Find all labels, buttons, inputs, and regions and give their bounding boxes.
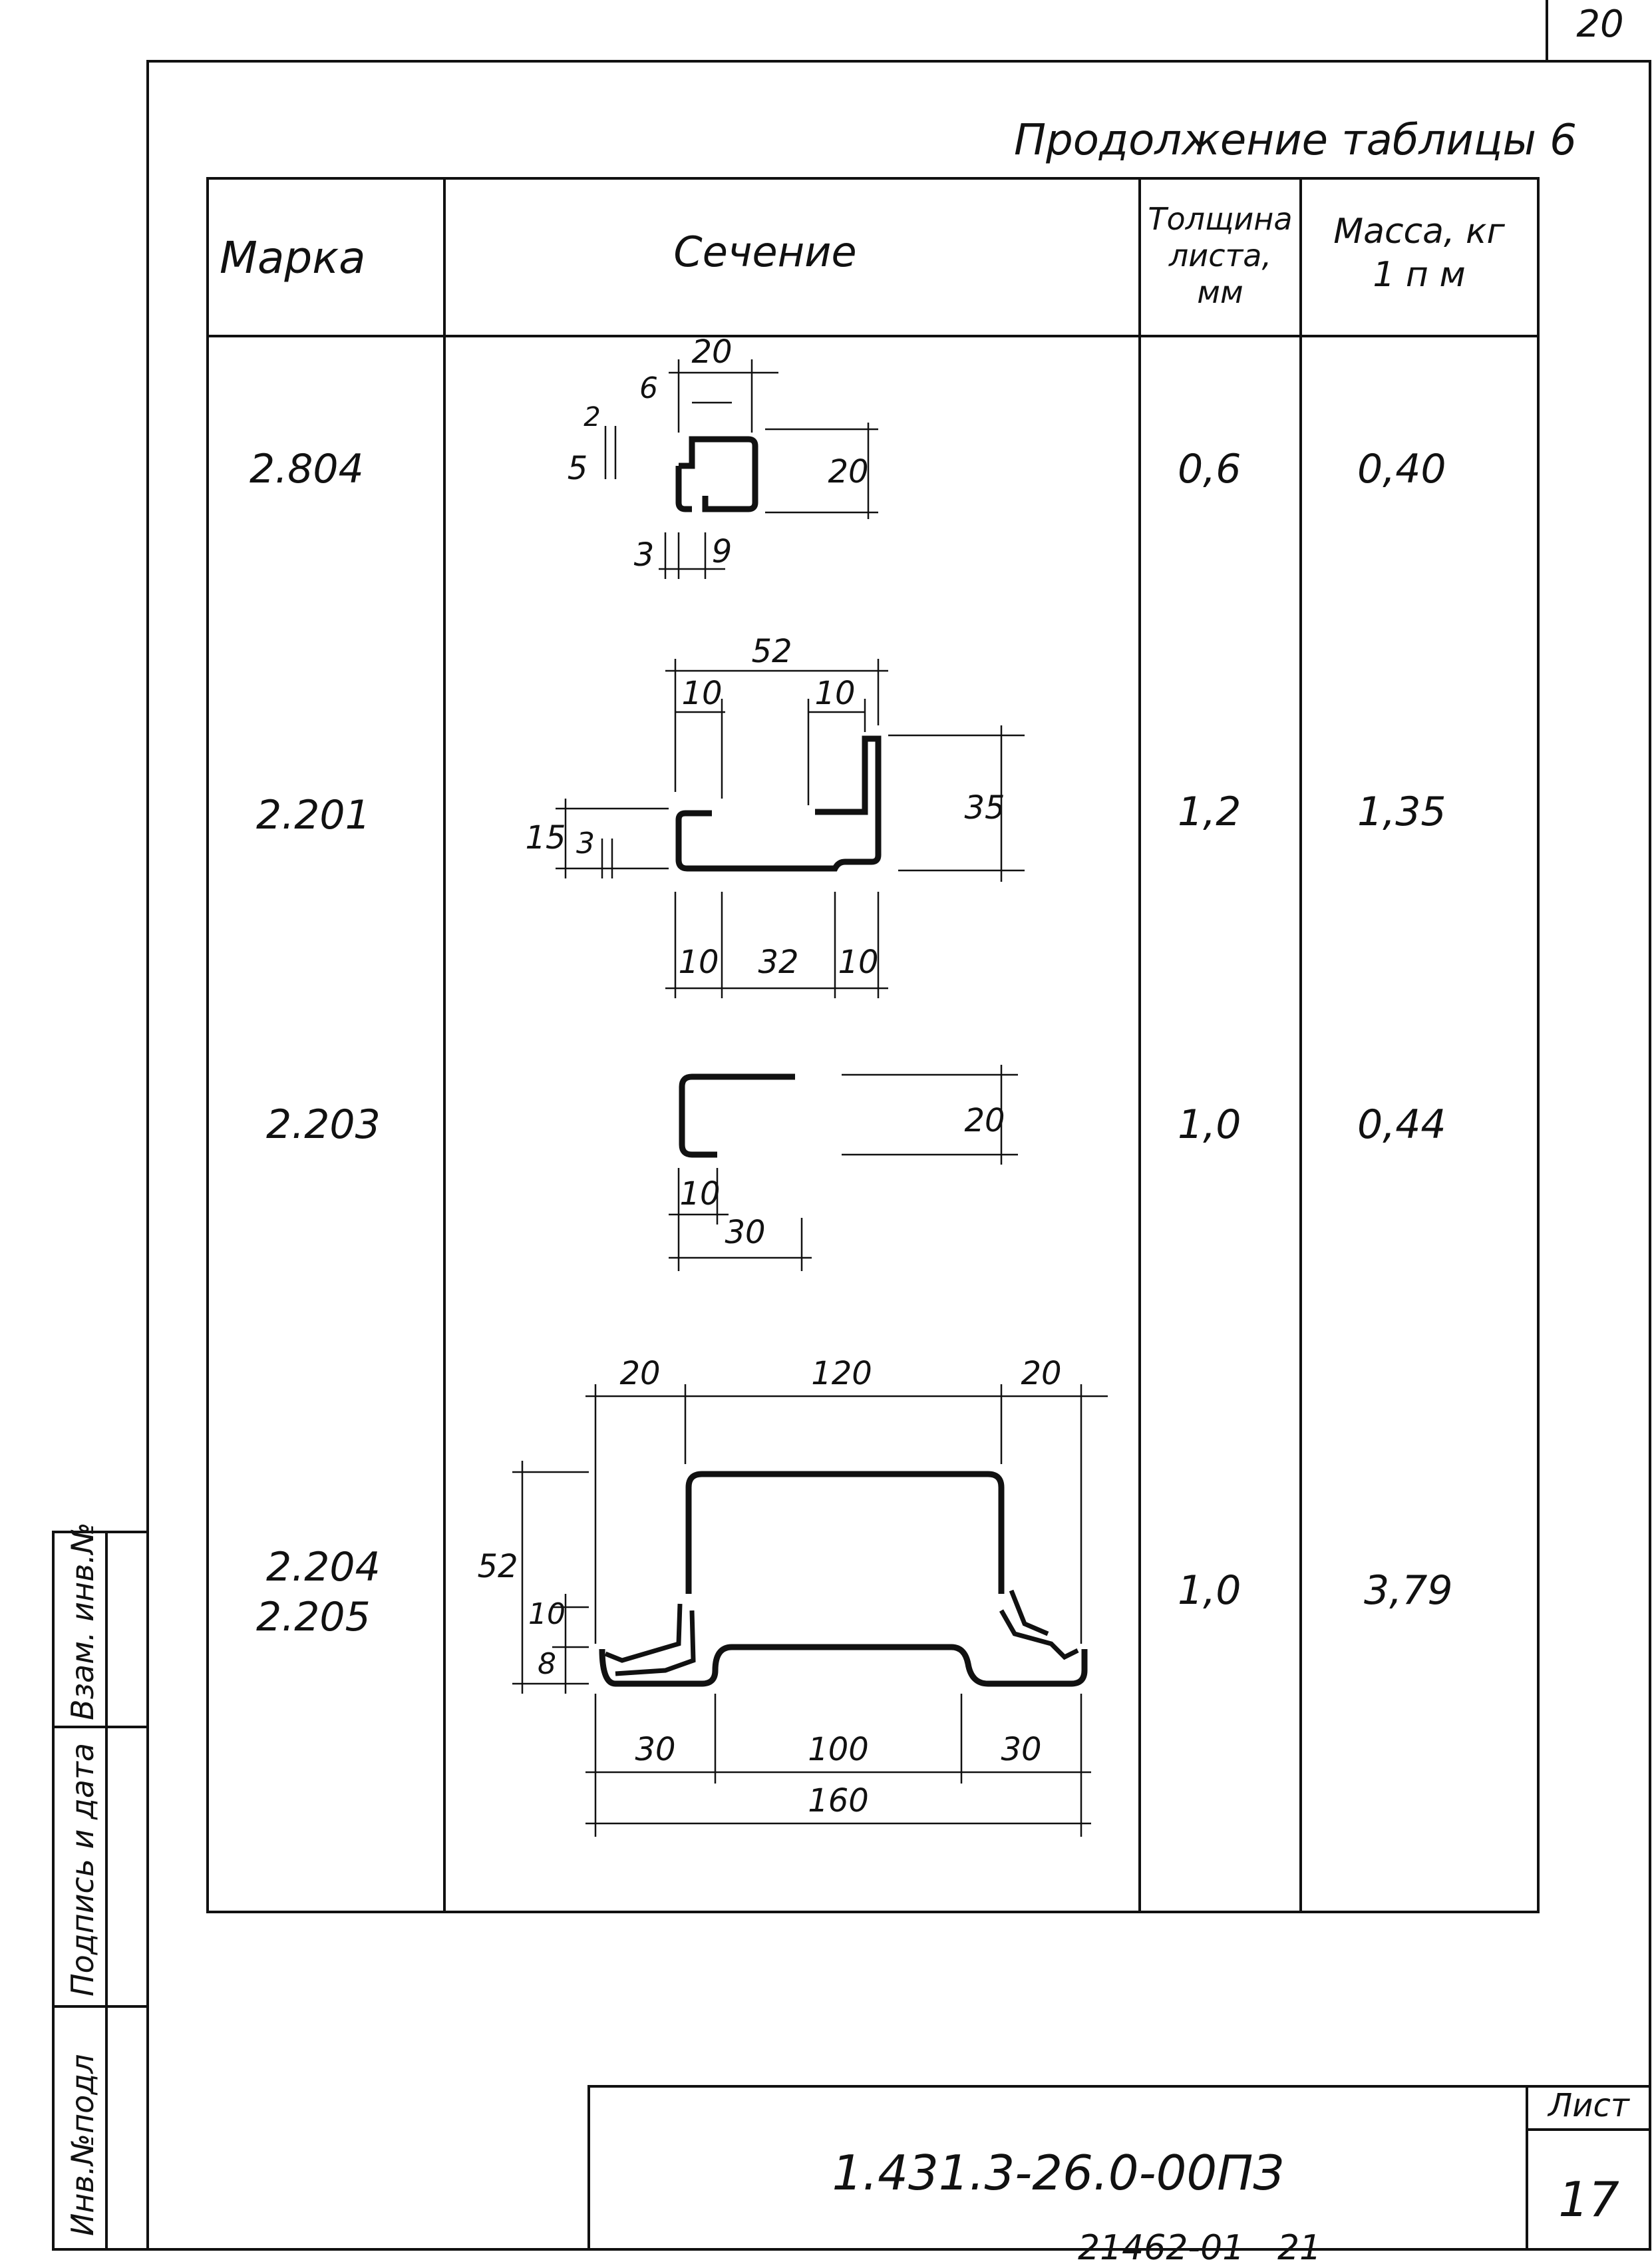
designation: 1.431.3-26.0-00ПЗ [832, 2145, 1283, 2201]
section-drawing-4 [512, 1384, 1108, 1837]
dim-3-b: 10 [679, 1175, 720, 1213]
section-drawing-3 [669, 1065, 1018, 1271]
row-3-mass: 0,44 [1357, 1101, 1446, 1148]
dim-4-e: 10 [528, 1597, 566, 1631]
dim-1-b: 6 [639, 371, 658, 405]
row-4-mass: 3,79 [1364, 1567, 1453, 1614]
dim-2-a: 52 [751, 633, 792, 670]
profile-3-outline [679, 1073, 795, 1158]
dim-4-f: 8 [538, 1647, 556, 1681]
dim-4-g: 30 [635, 1731, 675, 1768]
footer-code: 21462-01 21 [1078, 2228, 1321, 2268]
profile-2-outline [675, 735, 882, 872]
profile-4-right-lip [999, 1609, 1079, 1660]
header-mass-line-2: 1 п м [1373, 255, 1465, 295]
header-section: Сечение [673, 228, 856, 276]
side-stamp-replaced: Взам. инв.№ [65, 1522, 100, 1720]
profile-4-base [599, 1644, 1088, 1687]
row-3-mark: 2.203 [266, 1101, 381, 1148]
dim-2-b: 10 [681, 675, 722, 712]
profile-4-left-fold [615, 1610, 696, 1676]
dim-2-i: 10 [838, 944, 878, 981]
profile-4-right-fold [1009, 1589, 1049, 1636]
row-4-thickness: 1,0 [1178, 1567, 1241, 1614]
header-mark: Марка [220, 232, 366, 284]
row-4-mark-1: 2.204 [266, 1544, 381, 1591]
row-3-thickness: 1,0 [1178, 1101, 1241, 1148]
dim-4-h: 100 [808, 1731, 869, 1768]
dim-1-g: 9 [712, 533, 733, 570]
row-2-mass: 1,35 [1357, 789, 1446, 835]
section-drawing-2 [556, 659, 1025, 998]
page-number: 20 [1576, 3, 1623, 46]
dim-1-e: 20 [828, 453, 868, 490]
profile-4-left-lip [604, 1603, 683, 1663]
dim-1-c: 2 [583, 402, 600, 433]
row-1-mass: 0,40 [1357, 446, 1446, 492]
header-thickness-line-3: мм [1197, 274, 1243, 310]
sheet-label: Лист [1547, 2087, 1631, 2124]
profile-4-top [685, 1471, 1005, 1594]
dim-2-c: 10 [814, 675, 855, 712]
dim-4-a: 20 [619, 1355, 660, 1392]
dim-1-f: 3 [634, 536, 655, 574]
table-caption: Продолжение таблицы 6 [1014, 116, 1577, 165]
dim-4-j: 160 [808, 1782, 869, 1819]
row-1-thickness: 0,6 [1178, 446, 1241, 492]
header-mass-line-1: Масса, кг [1333, 212, 1505, 252]
section-drawing-1 [604, 359, 878, 579]
profile-1-outline [679, 436, 758, 512]
side-stamp-inv-no: Инв.№подл [65, 2054, 100, 2236]
dim-2-e: 3 [576, 827, 595, 860]
dim-3-a: 20 [964, 1102, 1005, 1139]
header-thickness-line-2: листа, [1168, 238, 1271, 274]
table-border [206, 177, 1540, 1913]
dim-2-d: 15 [525, 819, 566, 856]
title-block-border [587, 2085, 1651, 2251]
row-4-mark-2: 2.205 [256, 1594, 371, 1640]
profile-1-lip [675, 466, 692, 512]
header-thickness-line-1: Толщина [1148, 201, 1292, 237]
side-stamp-signature: Подпись и дата [65, 1743, 100, 1996]
dim-4-c: 20 [1021, 1355, 1061, 1392]
dim-2-g: 10 [678, 944, 719, 981]
dim-1-a: 20 [691, 333, 732, 371]
sheet-number: 17 [1558, 2172, 1619, 2227]
dim-4-d: 52 [477, 1548, 518, 1585]
row-2-thickness: 1,2 [1178, 789, 1241, 835]
row-1-mark: 2.804 [249, 446, 364, 492]
dim-4-b: 120 [811, 1355, 872, 1392]
dim-4-i: 30 [1001, 1731, 1041, 1768]
row-2-mark: 2.201 [256, 792, 371, 839]
dim-1-d: 5 [568, 450, 588, 487]
dim-2-h: 32 [758, 944, 798, 981]
dim-3-c: 30 [725, 1214, 765, 1251]
side-stamp-border [52, 1531, 149, 2251]
dim-2-f: 35 [964, 789, 1005, 827]
